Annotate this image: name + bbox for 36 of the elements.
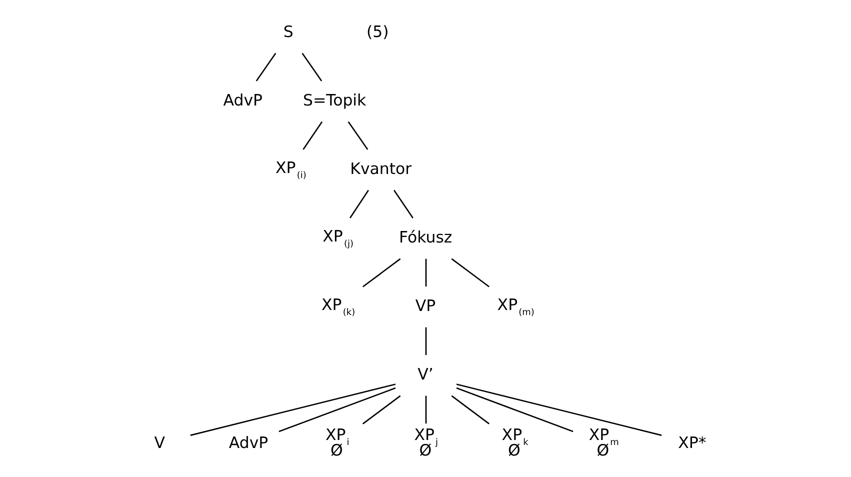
node-text: AdvP — [228, 433, 268, 452]
node-text: XP$_{m}$ Ø — [588, 424, 618, 460]
node-text: S — [282, 22, 293, 42]
node-text: XP$_{(m)}$ — [496, 295, 534, 318]
node-text: XP$_{k}$ Ø — [501, 424, 528, 460]
node-text: V — [154, 433, 164, 452]
connector — [450, 258, 490, 288]
node-text: V’ — [417, 364, 433, 384]
connector — [393, 190, 413, 218]
node-text: XP$_{(k)}$ — [321, 295, 355, 318]
node-text: Fókusz — [398, 228, 452, 247]
connector — [424, 396, 426, 424]
connector — [424, 258, 426, 287]
node-text: S=Topik — [302, 90, 366, 110]
connector — [190, 384, 396, 436]
connector — [362, 258, 400, 288]
connector — [347, 121, 368, 150]
connector — [255, 52, 276, 82]
connector — [456, 387, 573, 432]
node-text: XP$_{(j)}$ — [322, 226, 354, 250]
node-text: XP$_{(i)}$ — [275, 158, 306, 182]
connector — [301, 52, 322, 82]
node-text: XP$_{i}$ Ø — [324, 424, 349, 460]
connector — [456, 384, 662, 436]
node-text: AdvP — [222, 90, 262, 110]
node-text: XP$_{j}$ Ø — [414, 424, 438, 460]
node-text: VP — [414, 296, 436, 316]
connector — [349, 190, 368, 218]
connector — [424, 327, 426, 356]
connector — [450, 395, 490, 424]
connector — [278, 387, 396, 432]
connector — [302, 121, 322, 150]
connector — [362, 395, 400, 424]
node-text: Kvantor — [350, 159, 412, 178]
node-text: XP* — [678, 433, 706, 452]
label: (5) — [366, 22, 388, 42]
